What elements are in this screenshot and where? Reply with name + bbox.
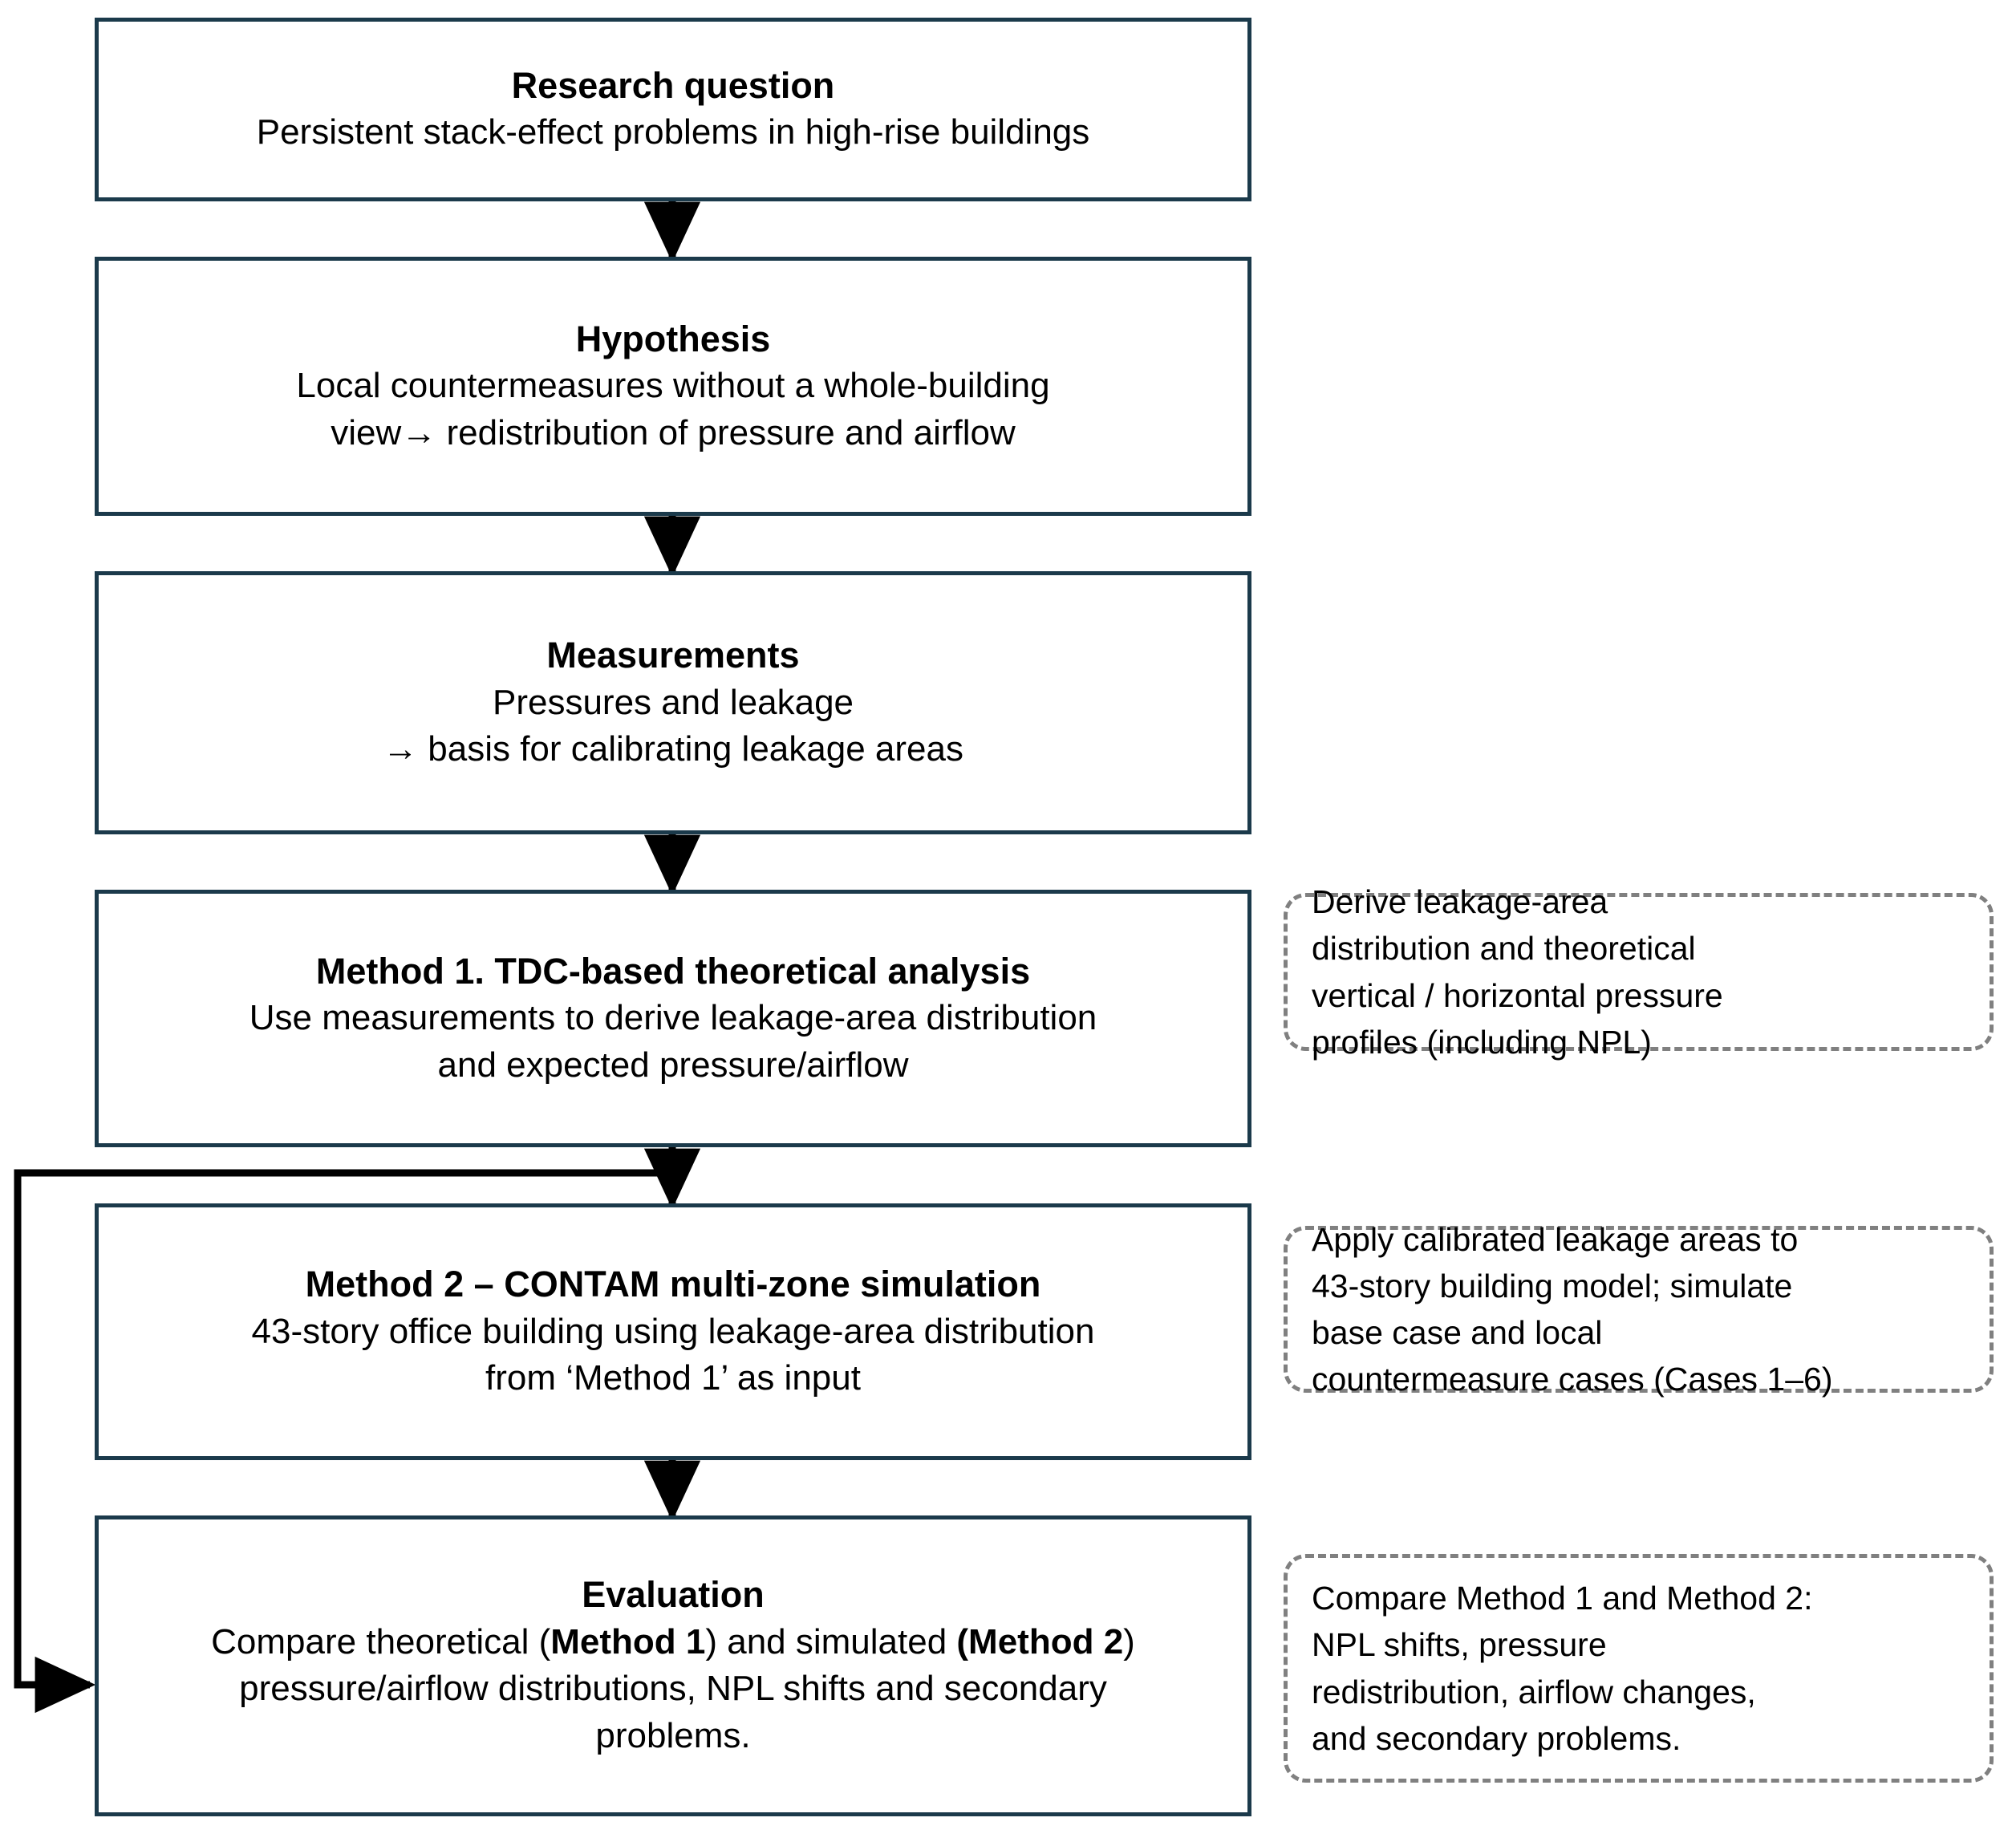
callout-line: and secondary problems.: [1312, 1719, 1681, 1757]
callout-line: 43-story building model; simulate: [1312, 1267, 1793, 1304]
node-body-line-2: and expected pressure/airflow: [437, 1045, 909, 1085]
callout-evaluation[interactable]: Compare Method 1 and Method 2: NPL shift…: [1284, 1554, 1994, 1783]
node-method-1[interactable]: Method 1. TDC-based theoretical analysis…: [95, 890, 1251, 1147]
callout-method-2[interactable]: Apply calibrated leakage areas to 43-sto…: [1284, 1221, 1994, 1398]
callout-line: vertical / horizontal pressure: [1312, 976, 1723, 1014]
callout-line: profiles (including NPL): [1312, 1023, 1652, 1061]
node-hypothesis[interactable]: Hypothesis Local countermeasures without…: [95, 257, 1251, 516]
evaluation-body-segment-1: Method 1: [550, 1621, 706, 1661]
evaluation-body-segment-4: ) pressure/airflow distributions, NPL sh…: [239, 1621, 1135, 1755]
node-title: Method 1. TDC-based theoretical analysis: [315, 950, 1031, 992]
callout-line: NPL shifts, pressure: [1312, 1626, 1607, 1664]
node-evaluation[interactable]: Evaluation Compare theoretical (Method 1…: [95, 1515, 1251, 1816]
callout-line: Compare Method 1 and Method 2:: [1312, 1580, 1813, 1617]
node-title: Research question: [511, 64, 835, 106]
node-method-2[interactable]: Method 2 – CONTAM multi-zone simulation …: [95, 1203, 1251, 1460]
callout-text: Compare Method 1 and Method 2: NPL shift…: [1312, 1575, 1813, 1762]
node-title: Hypothesis: [575, 318, 771, 359]
callout-line: Derive leakage-area: [1312, 883, 1608, 921]
node-measurements[interactable]: Measurements Pressures and leakage → bas…: [95, 571, 1251, 834]
callout-text: Derive leakage-area distribution and the…: [1312, 878, 1723, 1065]
node-body-line-1: Use measurements to derive leakage-area …: [249, 998, 1097, 1038]
evaluation-body-segment-3: (Method 2: [956, 1621, 1124, 1661]
callout-line: countermeasure cases (Cases 1–6): [1312, 1361, 1833, 1398]
node-research-question[interactable]: Research question Persistent stack-effec…: [95, 18, 1251, 201]
callout-line: redistribution, airflow changes,: [1312, 1673, 1756, 1710]
callout-text: Apply calibrated leakage areas to 43-sto…: [1312, 1216, 1832, 1403]
node-title: Measurements: [546, 635, 800, 676]
node-body-line-1: Local countermeasures without a whole-bu…: [296, 366, 1050, 406]
node-body-line-1: Pressures and leakage: [492, 682, 854, 722]
callout-line: distribution and theoretical: [1312, 930, 1696, 968]
node-title: Method 2 – CONTAM multi-zone simulation: [305, 1264, 1041, 1305]
evaluation-body-segment-2: ) and simulated: [705, 1621, 957, 1661]
node-body-line-1: 43-story office building using leakage-a…: [251, 1311, 1095, 1351]
node-body-line-2: from ‘Method 1’ as input: [485, 1358, 861, 1398]
node-title: Evaluation: [582, 1574, 765, 1616]
callout-line: Apply calibrated leakage areas to: [1312, 1220, 1799, 1258]
callout-method-1[interactable]: Derive leakage-area distribution and the…: [1284, 883, 1994, 1061]
callout-line: base case and local: [1312, 1314, 1603, 1351]
node-body-line-2: → basis for calibrating leakage areas: [383, 729, 963, 769]
node-body-line-2: view→ redistribution of pressure and air…: [331, 412, 1016, 452]
evaluation-body-segment-0: Compare theoretical (: [211, 1621, 551, 1661]
node-body-rich: Compare theoretical (Method 1) and simul…: [172, 1619, 1174, 1760]
node-body: Persistent stack-effect problems in high…: [256, 112, 1090, 152]
